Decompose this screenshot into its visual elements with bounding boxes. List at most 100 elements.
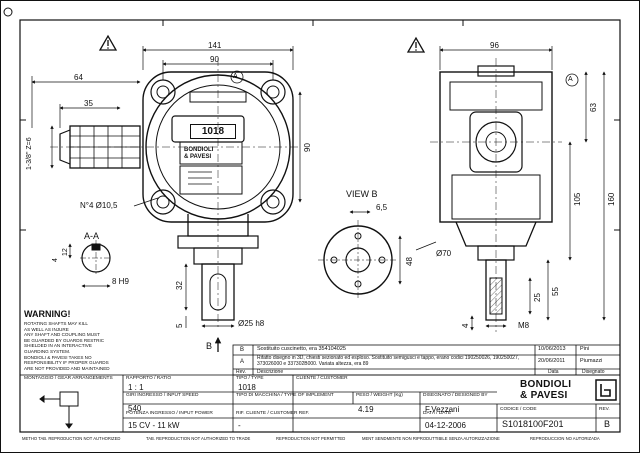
date-value: 04-12-2006 [425, 421, 466, 430]
footer-notice: REPRODUCTION NOT PERMITTED [276, 436, 346, 441]
rev-header-date: Data [548, 369, 559, 375]
warning-title: WARNING! [24, 309, 71, 319]
dim-height-63: 63 [589, 103, 598, 112]
title-block-grid [19, 344, 621, 433]
rev-header-rev: Rev. [236, 369, 246, 375]
punch-hole-marker [3, 7, 13, 17]
warning-line: AS WELL AS INJURE [24, 326, 69, 332]
plate-brand-text-2: & PAVESI [184, 154, 212, 160]
dim-thread-m8: M8 [518, 321, 530, 330]
rev-b-description: Sostituito cuscinetto, era 354104025 [257, 346, 346, 352]
footer-notice: METHO TAB. REPRODUCTION NOT AUTHORIZED [22, 436, 121, 441]
warning-triangle-icon [406, 36, 426, 53]
dim-height-12: 12 [62, 248, 69, 256]
datum-circle [230, 70, 244, 84]
warning-line: ARE NOT PROVIDED AND MAINTAINED [24, 365, 110, 371]
datum-a-label: A [233, 73, 238, 80]
dim-thread: 1-3/8" Z=6 [26, 137, 33, 170]
dim-height-25: 25 [533, 293, 542, 302]
dim-height-105: 105 [573, 192, 582, 206]
section-aa-view [68, 240, 112, 288]
dim-height-32: 32 [175, 281, 184, 290]
dim-height-4-side: 4 [461, 323, 470, 328]
dim-6-5: 6,5 [376, 203, 388, 212]
dim-height-55: 55 [551, 287, 560, 296]
warning-line: ROTATING SHAFTS MAY KILL [24, 321, 88, 326]
weight-value: 4.19 [358, 405, 374, 414]
dim-width-64: 64 [74, 73, 83, 82]
dim-diameter-70: Ø70 [436, 249, 452, 258]
rev-a-date: 20/06/2011 [538, 358, 566, 364]
rev-a-description: Rifatto disegno in 3D, chiesti sezionato… [257, 355, 520, 367]
dim-height-48: 48 [405, 257, 414, 266]
rev-b-author: Pini [580, 346, 590, 352]
rev-value: B [604, 419, 611, 429]
bondioli-pavesi-logo [595, 379, 617, 401]
plate-brand-text: BONDIOLI [184, 147, 214, 153]
rev-a-author: Piumazzi [580, 358, 603, 364]
implement-label: TIPO DI MACCHINA / TYPE OF IMPLEMENT [236, 393, 334, 398]
datum-circle [565, 73, 579, 87]
warning-line: ANY SHAFT AND COUPLING MUST [24, 332, 100, 338]
rev-header-desc: Descrizione [257, 369, 284, 375]
rev-b-date: 10/06/2013 [538, 346, 566, 352]
warning-line: SHIELDED IN AN INTERACTIVE [24, 343, 92, 349]
dim-keyway: 8 H9 [112, 277, 129, 286]
customer-ref-value: - [238, 421, 241, 430]
side-view [430, 58, 562, 332]
weight-label: PESO / WEIGHT (Kg) [356, 393, 403, 398]
warning-line: BE GUARDED BY GUARDS RESTRIC [24, 337, 105, 343]
dim-width-35: 35 [84, 99, 93, 108]
dim-shaft-diameter: Ø25 h8 [238, 319, 265, 328]
customer-label: CLIENTE / CUSTOMER [296, 376, 348, 381]
front-view [50, 58, 300, 330]
section-aa-label: A-A [84, 231, 100, 241]
footer-notice: TAB. REPRODUCTION NOT AUTHORIZED TO TRAD… [146, 436, 251, 441]
view-b-label: VIEW B [346, 189, 378, 199]
footer-notice: MENT SENDMENTE NON RIPRODUTTIBILE SENZA … [362, 436, 500, 441]
warning-text: ROTATING SHAFTS MAY KILL AS WELL AS INJU… [24, 321, 110, 371]
warning-line: RESPONSIBILITY IF PROPER GUARDS [24, 360, 109, 366]
dim-height-5: 5 [175, 323, 184, 328]
warning-triangle-icon [98, 34, 118, 51]
dim-height-160: 160 [607, 192, 616, 206]
dim-width-90: 90 [210, 55, 219, 64]
brand-name-line2: & PAVESI [520, 390, 568, 401]
ratio-value: 1 : 1 [128, 383, 144, 392]
ratio-label: RAPPORTO / RATIO [126, 376, 172, 381]
dim-height-90: 90 [303, 143, 312, 152]
dim-height-4: 4 [52, 258, 59, 262]
designer-label: DISEGNATO / DESIGNED BY [423, 393, 488, 398]
view-b [318, 210, 402, 300]
input-power-label: POTENZA INGRESSO / INPUT POWER [126, 411, 213, 416]
dim-holes: N°4 Ø10,5 [80, 201, 118, 210]
code-value: S1018100F201 [502, 419, 564, 429]
customer-ref-label: RIF. CLIENTE / CUSTOMER REF. [236, 411, 310, 416]
type-value: 1018 [238, 383, 256, 392]
rev-b-id: B [240, 347, 245, 353]
front-dimensions [31, 46, 302, 328]
dim-width-141: 141 [208, 41, 222, 50]
dim-width-96: 96 [490, 41, 499, 50]
assembly-label: MONTAGGIO / GEAR ARRANGEMENTS [24, 376, 113, 381]
input-power-value: 15 CV - 11 kW [128, 421, 180, 430]
warning-line: BONDIOLI & PAVESI TAKES NO [24, 354, 92, 360]
code-label: CODICE / CODE [500, 407, 537, 412]
rev-a-id: A [240, 359, 245, 365]
date-label: DATA / DATE [423, 411, 452, 416]
input-speed-label: GIRI INGRESSO / INPUT SPEED [126, 393, 199, 398]
type-label: TIPO / TYPE [236, 376, 264, 381]
input-speed-value: 540 [128, 404, 142, 413]
datum-a-side-label: A [568, 76, 573, 83]
designer-value: F.Vezzani [425, 405, 460, 414]
frame-ticks [20, 20, 620, 231]
side-dimensions [415, 46, 606, 331]
footer-notice: REPRODUCCION NO AUTORIZADA [530, 436, 600, 441]
part-number-plate: 1018 [190, 124, 236, 139]
rev-header-by: Disegnato [582, 369, 605, 375]
warning-line: GUARDING SYSTEM. [24, 348, 71, 354]
gear-arrangement-icon [39, 391, 79, 429]
rev-label: REV. [599, 407, 610, 412]
